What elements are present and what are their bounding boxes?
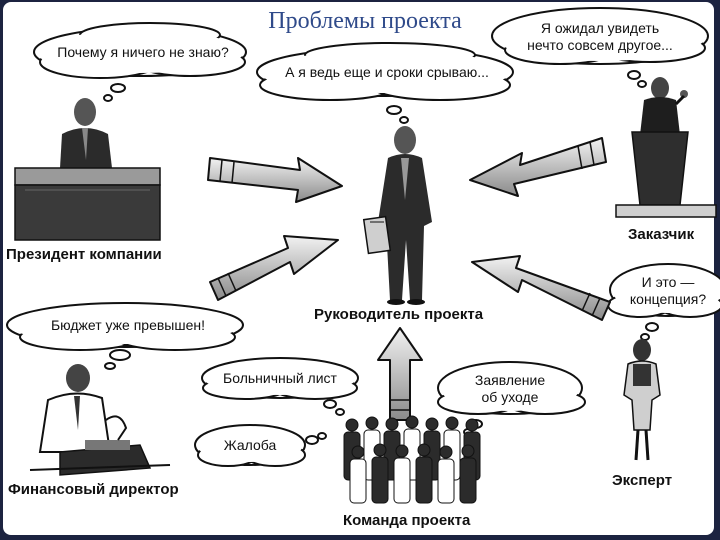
bubble-sick-leave: [201, 357, 359, 416]
bubble-resignation-text-2: об уходе: [481, 389, 539, 405]
arrow-from-finance: [209, 235, 339, 301]
bubble-complaint: [194, 424, 327, 467]
bubble-finance-text: Бюджет уже превышен!: [50, 317, 206, 333]
bubble-customer: [491, 7, 709, 88]
bubble-finance: [6, 302, 244, 370]
bubble-sick-leave-text: Больничный лист: [223, 370, 337, 386]
caption-team: Команда проекта: [343, 512, 471, 529]
expert-figure: [623, 339, 661, 461]
president-figure: [14, 98, 161, 241]
bubble-president-text: Почему я ничего не знаю?: [57, 44, 229, 60]
bubble-president: [33, 22, 247, 102]
manager-figure: [362, 126, 432, 305]
bubble-manager-text: А я ведь еще и сроки срываю...: [285, 64, 489, 80]
bubble-complaint-text: Жалоба: [223, 437, 277, 453]
arrow-from-expert: [471, 255, 611, 321]
caption-president: Президент компании: [6, 246, 162, 263]
slide-title: Проблемы проекта: [268, 8, 462, 34]
arrow-from-team: [377, 327, 423, 421]
bubble-resignation-text-1: Заявление: [474, 372, 546, 388]
bubble-expert-text-1: И это —: [641, 274, 695, 290]
bubble-customer-text-1: Я ожидал увидеть: [540, 20, 660, 36]
arrow-from-president: [207, 157, 343, 203]
bubble-expert: [607, 263, 720, 341]
caption-finance: Финансовый директор: [8, 481, 179, 498]
team-figure: [343, 415, 481, 504]
customer-figure: [615, 77, 717, 218]
arrow-from-customer: [469, 137, 607, 197]
caption-customer: Заказчик: [628, 226, 695, 243]
bubble-resignation: [437, 361, 586, 436]
caption-expert: Эксперт: [612, 472, 673, 489]
bubble-manager: [256, 42, 514, 124]
caption-manager: Руководитель проекта: [314, 306, 484, 323]
finance-figure: [29, 364, 171, 476]
bubble-customer-text-2: нечто совсем другое...: [527, 37, 673, 53]
bubble-expert-text-2: концепция?: [629, 291, 707, 307]
